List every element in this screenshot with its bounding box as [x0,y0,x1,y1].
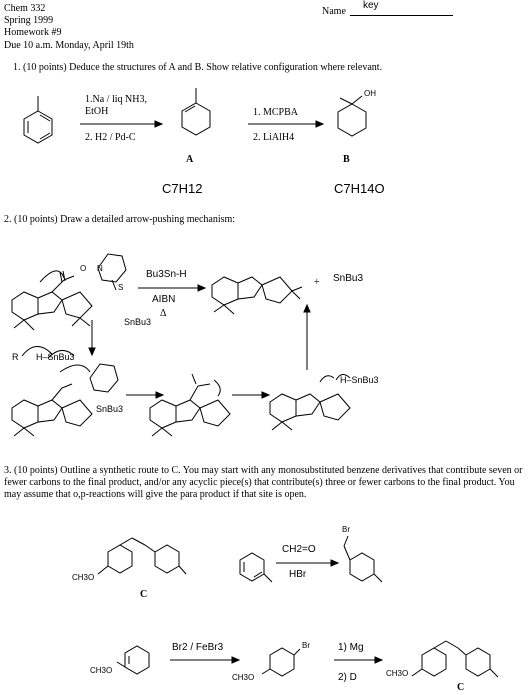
curved-arrow-1 [21,346,53,357]
ch3o-label-4: CH3O [386,669,409,678]
br-label-2: Br [302,641,310,650]
n-label: N [97,264,103,273]
q2-product-structure [211,276,303,315]
formula-a: C7H12 [162,181,203,196]
ch3o-label-3: CH3O [232,673,255,682]
r-label: R [12,352,19,362]
q3-reagent-a1: CH2=O [282,544,316,555]
q3-arrow-3 [334,656,384,664]
q2-arrow-2 [126,391,165,399]
oh-label: OH [364,89,376,98]
course-title: Chem 332 [4,3,46,14]
bromoanisole-structure [261,647,301,677]
q2-up-arrow [303,303,311,370]
q1-arrow1-step1: 1.Na / liq NH3, [85,94,147,105]
q2-reagent-1: Bu3Sn-H [146,269,187,280]
product-b-structure [337,95,367,137]
intermediate-3-structure [269,374,351,431]
name-line [350,15,453,16]
q3-arrow-1 [276,559,340,567]
toluene-structure [23,96,53,144]
formula-b: C7H14O [334,181,385,196]
q2-arrow-3 [232,391,271,399]
label-c-1: C [140,589,148,600]
due-date: Due 10 a.m. Monday, April 19th [4,40,134,51]
homework-number: Homework #9 [4,27,62,38]
intermediate-2-structure [149,373,231,437]
label-a: A [186,154,194,165]
ch3o-label-2: CH3O [90,666,113,675]
q1-arrow1-step2: 2. H2 / Pd-C [85,132,136,143]
curved-arrow-2 [47,350,75,359]
q1-arrow2-step1: 1. MCPBA [253,107,299,118]
q3-prompt: 3. (10 points) Outline a synthetic route… [4,465,523,500]
hsnbu3-label-2: H–SnBu3 [340,375,379,385]
q1-arrow2-step2: 2. LiAlH4 [253,132,295,143]
q3-reagent-c1: 1) Mg [338,642,364,653]
term: Spring 1999 [4,15,54,26]
product-a-structure [181,88,211,136]
snbu3-label-2: SnBu3 [96,404,124,414]
q2-down-arrow [88,320,96,357]
hsnbu3-label-1: H–SnBu3 [36,352,75,362]
toluene-structure-2 [239,552,273,583]
q3-arrow-2 [170,656,241,664]
name-label: Name [322,6,346,17]
intermediate-1-structure [11,363,119,437]
q2-byproduct: SnBu3 [333,273,364,284]
o-label: O [80,264,87,273]
final-c-structure [411,640,499,678]
br-label-1: Br [342,525,350,534]
q1-reaction-arrow-2 [248,120,325,128]
anisole-structure [116,645,150,675]
q3-reagent-a2: HBr [289,569,307,580]
q2-reagent-3: Δ [160,308,167,319]
q2-reagent-arrow [138,284,207,292]
q3-reagent-b: Br2 / FeBr3 [172,642,224,653]
target-c-structure [97,537,187,575]
q2-plus: + [314,277,320,288]
q2-reagent-2: AIBN [152,294,176,305]
label-b: B [343,154,350,165]
snbu3-label-1: SnBu3 [124,317,152,327]
barton-ester-structure [11,253,127,331]
q1-prompt: 1. (10 points) Deduce the structures of … [13,62,383,73]
s-label: S [118,283,124,292]
q2-prompt: 2. (10 points) Draw a detailed arrow-pus… [4,214,236,225]
label-c-2: C [457,682,465,693]
benzyl-bromide-structure [343,535,383,583]
q1-arrow1-step1b: EtOH [85,106,109,117]
q1-reaction-arrow-1 [80,120,164,128]
name-value: key [363,0,379,11]
q3-reagent-c2: 2) D [338,672,357,683]
ch3o-label-1: CH3O [72,573,95,582]
